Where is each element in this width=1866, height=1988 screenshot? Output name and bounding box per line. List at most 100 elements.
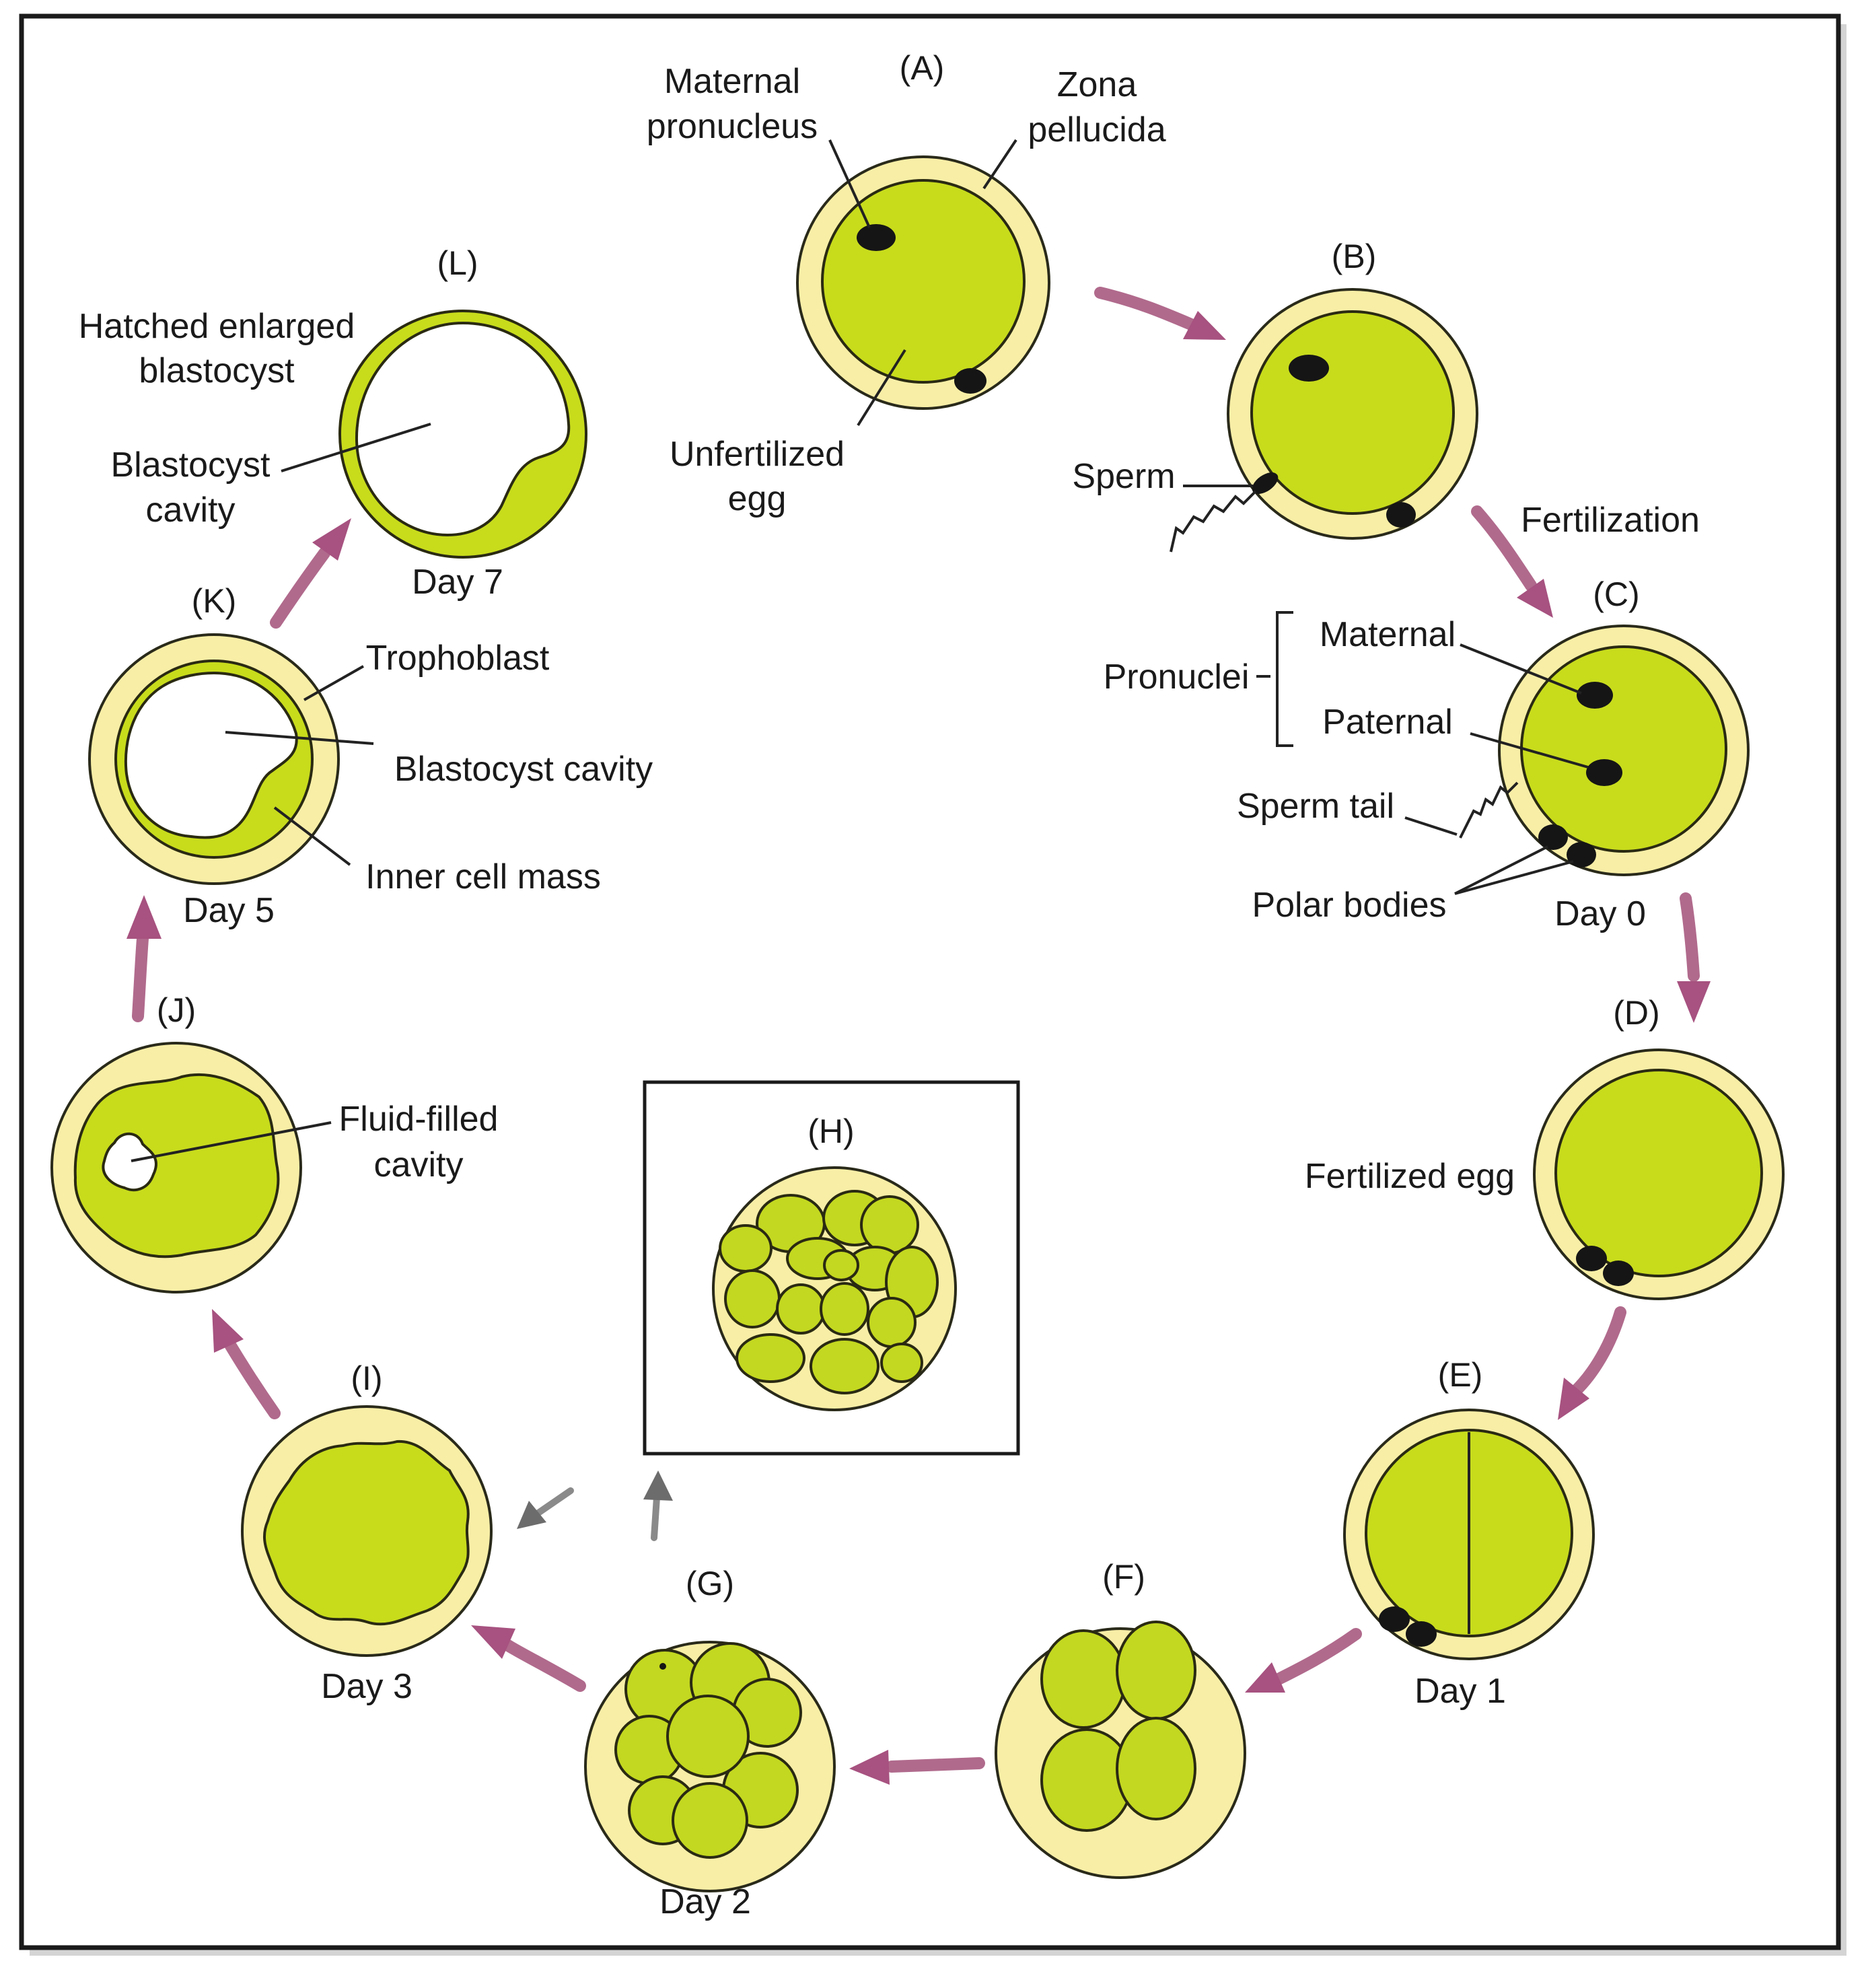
pointer-paternal [1470, 732, 1589, 769]
blastomere [672, 1782, 748, 1859]
label-fertilized-egg: Fertilized egg [1305, 1157, 1515, 1196]
label-fertilization: Fertilization [1521, 501, 1700, 540]
compacted-cell-mass [262, 1440, 470, 1626]
stage-label-a: (A) [900, 49, 945, 87]
arrow-d-to-e [1567, 1306, 1626, 1399]
label-zona-pellucida-2: pellucida [1028, 110, 1165, 149]
stage-e-two-cell: (E) Day 1 [1343, 1356, 1595, 1711]
blastomere [823, 1249, 859, 1281]
label-hatched-enlarged-blastocyst: Hatched enlarged [79, 307, 355, 346]
arrow-c-to-d-head [1677, 981, 1711, 1023]
pointer-sperm-tail [1404, 816, 1458, 836]
label-fluid-filled-cavity-2: cavity [374, 1145, 464, 1184]
sperm-tail [1170, 490, 1257, 553]
sperm-tail-remnant [1459, 781, 1519, 839]
arrow-b-to-c-head [1517, 579, 1553, 618]
label-unfertilized-egg: Unfertilized [670, 435, 845, 474]
arrow-a-to-b [1094, 287, 1197, 330]
blastomere [880, 1343, 923, 1383]
day-label-0: Day 0 [1554, 894, 1646, 933]
arrow-f-to-g-head [849, 1750, 890, 1785]
label-hatched-enlarged-blastocyst-2: blastocyst [139, 351, 295, 390]
blastocyst-cavity [124, 671, 298, 839]
stage-h-morula-inset: (H) [643, 1080, 1020, 1456]
pointer-inner-cell-mass [273, 806, 351, 866]
stage-label-c: (C) [1593, 575, 1639, 613]
stage-label-e: (E) [1438, 1356, 1483, 1394]
blastomere [867, 1297, 917, 1348]
blastocyst-cavity [355, 321, 571, 537]
label-maternal-pronucleus-2: pronucleus [647, 107, 818, 146]
day-label-2: Day 2 [659, 1882, 751, 1921]
stage-label-k: (K) [192, 582, 237, 620]
arrow-k-to-l-head [312, 518, 351, 561]
stage-label-d: (D) [1613, 994, 1659, 1032]
arrow-g-to-i [502, 1639, 586, 1692]
polar-body-1 [1379, 1606, 1410, 1632]
pointer-maternal [1460, 643, 1582, 695]
pointer-polar-body-1 [1454, 845, 1548, 895]
blastomere [776, 1283, 826, 1335]
label-sperm: Sperm [1072, 457, 1175, 496]
stage-k-blastocyst: (K) Trophoblast Blastocyst cavity Inner … [88, 582, 653, 930]
grey-arrow-to-h-head [643, 1470, 673, 1501]
pointer-maternal-pronucleus [828, 139, 871, 228]
label-zona-pellucida: Zona [1057, 65, 1137, 104]
polar-body-1 [1538, 824, 1568, 850]
blastomere [1116, 1717, 1196, 1820]
maternal-pronucleus [1289, 355, 1329, 382]
stage-g-eight-cell: (G) Day 2 [584, 1565, 836, 1921]
stage-i-compacted-morula: (I) Day 3 [241, 1359, 493, 1706]
blastomere [820, 1282, 869, 1336]
label-sperm-tail: Sperm tail [1237, 787, 1394, 826]
arrow-k-to-l [270, 547, 330, 629]
blastomere [860, 1195, 919, 1254]
polar-body-1 [1576, 1246, 1607, 1271]
label-paternal: Paternal [1322, 703, 1453, 742]
stage-b-sperm-penetration: (B) Sperm Fertilization [1072, 238, 1700, 553]
egg-cytoplasm [1250, 310, 1455, 515]
sperm-head [1252, 472, 1279, 494]
polar-body-2 [1567, 842, 1596, 867]
label-polar-bodies: Polar bodies [1252, 886, 1446, 925]
day-label-3: Day 3 [321, 1667, 412, 1706]
blastomere [1116, 1621, 1196, 1720]
label-fluid-filled-cavity: Fluid-filled [339, 1100, 499, 1139]
label-maternal: Maternal [1320, 615, 1456, 654]
progression-arrows [127, 287, 1711, 1785]
arrow-e-to-f [1272, 1628, 1362, 1685]
blastomere [666, 1695, 750, 1778]
arrow-e-to-f-head [1245, 1662, 1285, 1693]
polar-body-2 [1406, 1621, 1437, 1647]
pointer-trophoblast [303, 665, 364, 701]
label-trophoblast: Trophoblast [366, 639, 550, 678]
cell-mass [73, 1073, 280, 1258]
pointer-unfertilized-egg [857, 349, 906, 427]
arrow-j-to-k-head [127, 895, 162, 939]
pronuclei-bracket [1276, 611, 1293, 747]
egg-cytoplasm [1554, 1069, 1763, 1277]
polar-body [954, 368, 986, 394]
polar-body [1386, 502, 1416, 528]
pointer-blastocyst-cavity-k [225, 731, 374, 745]
pointer-polar-body-2 [1454, 860, 1574, 895]
stage-label-l: (L) [437, 244, 478, 282]
label-inner-cell-mass: Inner cell mass [365, 857, 601, 896]
stage-c-pronuclei: (C) Pronuclei Maternal Paternal Sperm ta… [1104, 575, 1750, 933]
blastomere [810, 1338, 880, 1394]
stage-label-g: (G) [686, 1565, 734, 1602]
egg-cytoplasm [1520, 645, 1727, 853]
stage-f-four-cell: (F) [995, 1558, 1246, 1879]
day-label-5: Day 5 [183, 891, 275, 930]
arrow-d-to-e-head [1558, 1378, 1589, 1420]
stage-label-h: (H) [808, 1112, 854, 1150]
pointer-blastocyst-cavity-l [281, 423, 431, 472]
stage-a-unfertilized-egg: (A) Maternal pronucleus Zona pellucida U… [647, 49, 1166, 518]
label-pronuclei: Pronuclei [1104, 658, 1250, 697]
paternal-pronucleus [1586, 759, 1622, 786]
day-label-1: Day 1 [1414, 1672, 1506, 1711]
label-unfertilized-egg-2: egg [728, 479, 787, 518]
arrow-f-to-g [886, 1757, 985, 1773]
egg-cytoplasm [821, 179, 1026, 384]
